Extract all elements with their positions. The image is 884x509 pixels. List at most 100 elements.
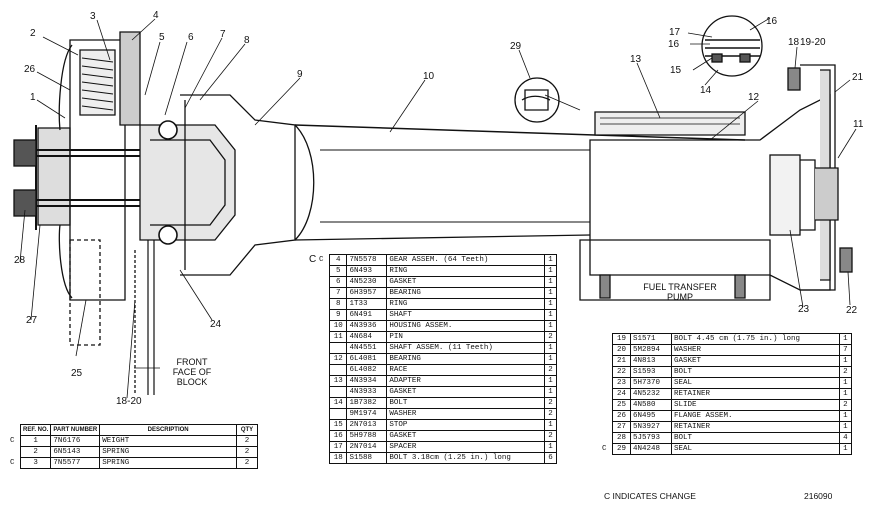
ref-number: 28 (612, 432, 631, 444)
change-mark (317, 354, 330, 365)
quantity: 1 (544, 309, 557, 321)
quantity: 2 (838, 366, 853, 378)
part-number: 4N5232 (629, 388, 672, 400)
callout-16b: 16 (766, 16, 778, 27)
description: GASKET (386, 386, 546, 398)
part-number: S1588 (346, 452, 388, 464)
ref-number (328, 386, 348, 398)
change-mark (8, 447, 21, 458)
description: RING (386, 265, 546, 277)
callout-12: 12 (748, 92, 760, 103)
description: SEAL (670, 443, 840, 455)
change-mark (600, 400, 613, 411)
front-face-of-block-label: FRONT FACE OF BLOCK (172, 357, 212, 387)
ref-number: 25 (612, 399, 631, 411)
part-number: 2N7014 (346, 441, 388, 453)
ref-number: 9 (328, 309, 348, 321)
callout-9: 9 (297, 69, 303, 80)
quantity: 2 (544, 331, 557, 343)
change-mark (317, 299, 330, 310)
part-number: 4N4551 (346, 342, 388, 354)
ref-number (328, 364, 348, 376)
part-number: 4N684 (346, 331, 388, 343)
ref-number: 18 (328, 452, 348, 464)
change-mark (317, 277, 330, 288)
callout-2: 2 (30, 28, 36, 39)
description: PIN (386, 331, 546, 343)
part-number: 6L4082 (346, 364, 388, 376)
callout-23: 23 (798, 304, 810, 315)
change-mark (317, 409, 330, 420)
description: RETAINER (670, 421, 840, 433)
callout-4: 4 (153, 10, 159, 21)
description: RING (386, 298, 546, 310)
quantity: 1 (544, 298, 557, 310)
quantity: 2 (544, 408, 557, 420)
callout-3: 3 (90, 11, 96, 22)
part-number: 5J5793 (629, 432, 672, 444)
part-number: 7N6176 (50, 435, 101, 447)
col-part-header: PART NUMBER (50, 424, 101, 436)
quantity: 1 (544, 441, 557, 453)
part-number: 6N493 (346, 265, 388, 277)
description: BOLT (670, 366, 840, 378)
ref-number: 1 (19, 435, 52, 447)
quantity: 1 (544, 386, 557, 398)
change-mark (600, 433, 613, 444)
change-mark: C (10, 436, 15, 445)
ref-number: 29 (612, 443, 631, 455)
description: SHAFT (386, 309, 546, 321)
change-mark (317, 431, 330, 442)
description: GASKET (386, 276, 546, 288)
description: GEAR ASSEM. (64 Teeth) (386, 254, 546, 266)
change-mark (317, 420, 330, 431)
ref-number: 16 (328, 430, 348, 442)
callout-18: 18 (788, 37, 800, 48)
ref-number: 17 (328, 441, 348, 453)
col-desc-header: DESCRIPTION (99, 424, 237, 436)
description: WEIGHT (99, 435, 237, 447)
description: SEAL (670, 377, 840, 389)
ref-number: 7 (328, 287, 348, 299)
quantity: 2 (544, 430, 557, 442)
quantity: 1 (838, 355, 853, 367)
description: BOLT (670, 432, 840, 444)
quantity: 1 (838, 333, 853, 345)
callout-17: 17 (669, 27, 681, 38)
ref-number: 21 (612, 355, 631, 367)
quantity: 1 (544, 353, 557, 365)
fuel-transfer-pump-label: FUEL TRANSFER PUMP (643, 282, 717, 302)
ref-number: 3 (19, 457, 52, 469)
ref-number: 11 (328, 331, 348, 343)
quantity: 2 (838, 399, 853, 411)
ref-number (328, 408, 348, 420)
quantity: 2 (236, 435, 258, 447)
quantity: 2 (544, 364, 557, 376)
part-number: 5H9788 (346, 430, 388, 442)
change-mark (600, 334, 613, 345)
callout-16a: 16 (668, 39, 680, 50)
description: WASHER (670, 344, 840, 356)
quantity: 1 (544, 342, 557, 354)
ref-number: 5 (328, 265, 348, 277)
part-number: S1571 (629, 333, 672, 345)
col-ref-header: REF. NO. (19, 424, 52, 436)
quantity: 2 (236, 457, 258, 469)
ref-number (328, 342, 348, 354)
change-mark (317, 442, 330, 453)
callout-7: 7 (220, 29, 226, 40)
change-mark (317, 266, 330, 277)
